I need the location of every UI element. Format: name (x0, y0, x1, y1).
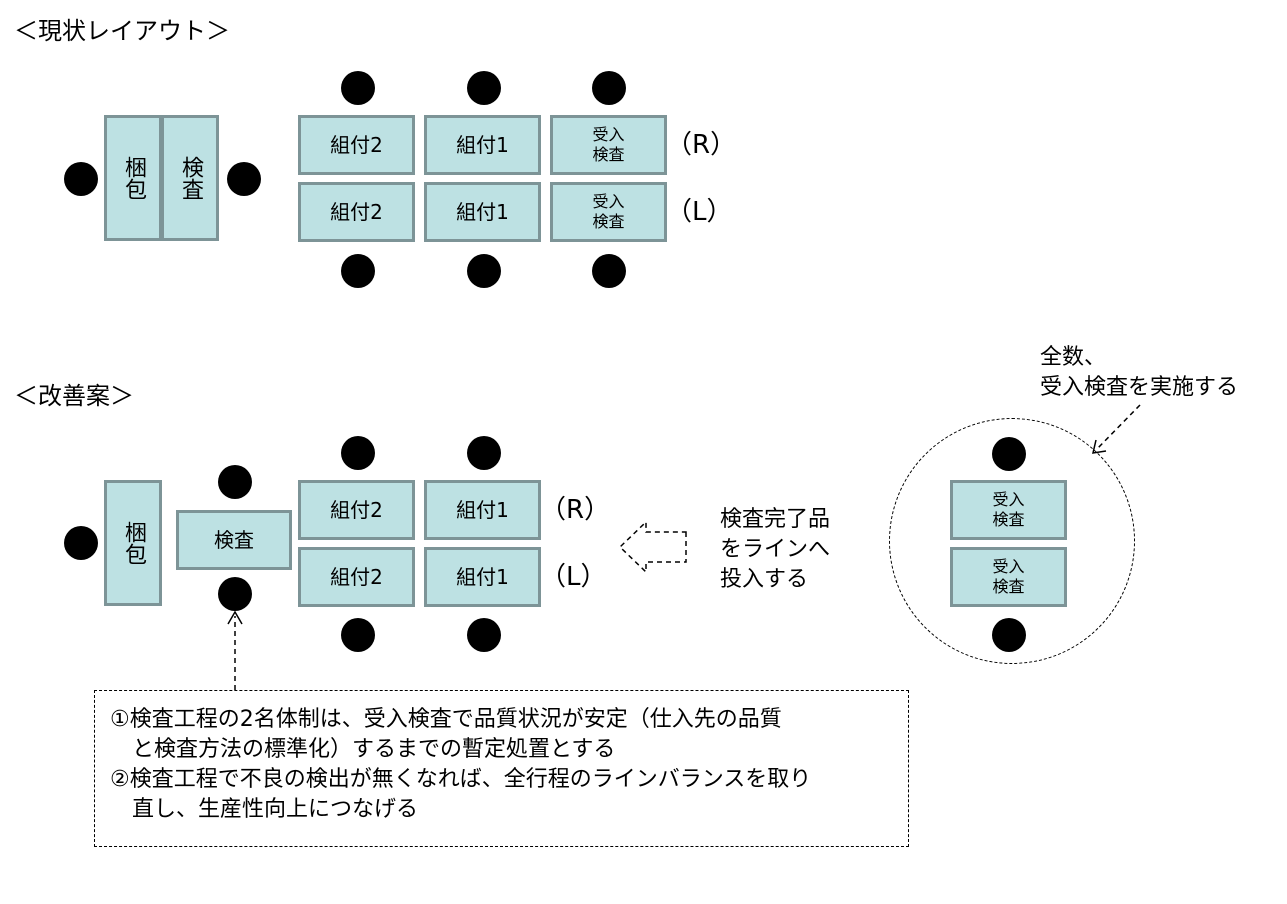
remark-line-1: ①検査工程の2名体制は、受入検査で品質状況が安定（仕入先の品質 (110, 707, 782, 732)
operator-dot (64, 162, 98, 196)
inflow-note-line3: 投入する (720, 567, 809, 592)
operator-dot (341, 254, 375, 288)
proposal-receiving-1-line1: 受入 (992, 490, 1025, 509)
current-receiving-r-line1: 受入 (592, 125, 625, 144)
proposal-assembly1-r-label: 組付1 (456, 498, 509, 522)
current-receiving-inspection-l: 受入 検査 (550, 182, 667, 242)
operator-dot (341, 436, 375, 470)
proposal-receiving-2-line1: 受入 (992, 557, 1025, 576)
inflow-note-line1: 検査完了品 (720, 507, 831, 532)
proposal-assembly1-l: 組付1 (424, 547, 541, 607)
proposal-assembly2-l-label: 組付2 (330, 565, 383, 589)
operator-dot (64, 526, 98, 560)
proposal-assembly2-l: 組付2 (298, 547, 415, 607)
proposal-assembly1-l-label: 組付1 (456, 565, 509, 589)
remarks-connector-arrowhead (227, 610, 243, 625)
proposal-title: ＜改善案＞ (14, 382, 134, 410)
proposal-receiving-inspection-1: 受入 検査 (950, 480, 1067, 540)
circle-note-connector-line (1095, 404, 1141, 451)
operator-dot (592, 71, 626, 105)
operator-dot (467, 618, 501, 652)
current-assembly2-r: 組付2 (298, 115, 415, 175)
operator-dot (592, 254, 626, 288)
proposal-receiving-2-line2: 検査 (992, 577, 1025, 596)
proposal-pack-station: 梱包 (104, 480, 162, 606)
proposal-inspect-label: 検査 (214, 528, 254, 552)
current-left-line-label: （L） (666, 197, 733, 227)
current-inspect-label: 検査 (178, 156, 203, 200)
proposal-receiving-1-line2: 検査 (992, 510, 1025, 529)
proposal-pack-label: 梱包 (121, 521, 146, 565)
proposal-assembly1-r: 組付1 (424, 480, 541, 540)
circle-note-line2: 受入検査を実施する (1040, 375, 1239, 400)
remarks-box (94, 690, 909, 847)
current-layout-title: ＜現状レイアウト＞ (14, 17, 230, 45)
operator-dot (467, 254, 501, 288)
current-assembly2-l: 組付2 (298, 182, 415, 242)
remark-line-4: 直し、生産性向上につなげる (110, 797, 419, 822)
operator-dot (218, 577, 252, 611)
proposal-inspect-station: 検査 (176, 510, 292, 570)
operator-dot (341, 618, 375, 652)
circle-note-line1: 全数、 (1040, 345, 1107, 370)
current-receiving-r-line2: 検査 (592, 145, 625, 164)
current-assembly1-l: 組付1 (424, 182, 541, 242)
current-receiving-l-line1: 受入 (592, 192, 625, 211)
current-pack-label: 梱包 (121, 156, 146, 200)
current-assembly1-r-label: 組付1 (456, 133, 509, 157)
current-receiving-l-line2: 検査 (592, 212, 625, 231)
operator-dot (467, 71, 501, 105)
proposal-assembly2-r-label: 組付2 (330, 498, 383, 522)
receiving-inspection-area-circle (889, 418, 1135, 664)
remark-line-3: ②検査工程で不良の検出が無くなれば、全行程のラインバランスを取り (110, 767, 812, 792)
operator-dot (218, 465, 252, 499)
current-receiving-inspection-r: 受入 検査 (550, 115, 667, 175)
operator-dot (341, 71, 375, 105)
current-inspect-station: 検査 (161, 115, 219, 241)
operator-dot (992, 437, 1026, 471)
proposal-right-line-label: （R） (540, 495, 611, 525)
operator-dot (467, 436, 501, 470)
current-assembly1-l-label: 組付1 (456, 200, 509, 224)
proposal-left-line-label: （L） (540, 562, 607, 592)
current-right-line-label: （R） (666, 130, 737, 160)
remark-line-2: と検査方法の標準化）するまでの暫定処置とする (110, 737, 616, 762)
inflow-block-arrow (618, 520, 687, 574)
circle-note-arrowhead (1092, 439, 1107, 454)
operator-dot (992, 618, 1026, 652)
current-assembly2-l-label: 組付2 (330, 200, 383, 224)
current-pack-station: 梱包 (104, 115, 162, 241)
current-assembly2-r-label: 組付2 (330, 133, 383, 157)
inflow-note-line2: をラインへ (720, 537, 831, 562)
operator-dot (227, 162, 261, 196)
proposal-receiving-inspection-2: 受入 検査 (950, 547, 1067, 607)
proposal-assembly2-r: 組付2 (298, 480, 415, 540)
current-assembly1-r: 組付1 (424, 115, 541, 175)
